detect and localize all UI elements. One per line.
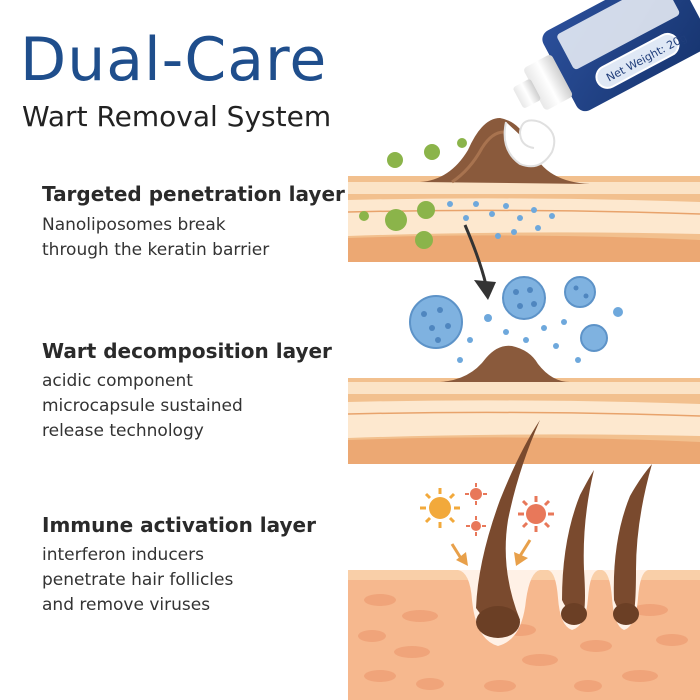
layer-3-line-2: penetrate hair follicles bbox=[42, 570, 234, 590]
wart-bump-2 bbox=[440, 345, 570, 382]
layer-1-description: Nanoliposomes break through the keratin … bbox=[42, 213, 269, 263]
cream-swirl bbox=[503, 119, 556, 168]
wart-bump-1 bbox=[420, 118, 590, 184]
layer-2-line-2: microcapsule sustained bbox=[42, 396, 243, 416]
layer-1-line-1: Nanoliposomes break bbox=[42, 215, 226, 235]
page-title: Dual-Care bbox=[20, 25, 328, 95]
skin-panel-1 bbox=[347, 118, 700, 262]
layer-2-line-1: acidic component bbox=[42, 371, 193, 391]
layer-2-description: acidic component microcapsule sustained … bbox=[42, 369, 243, 444]
skin-panel-3 bbox=[348, 570, 700, 700]
sun-burst-icon bbox=[420, 483, 554, 566]
cream-tube-icon: Net Weight: 20g bbox=[513, 0, 700, 112]
layer-3-line-1: interferon inducers bbox=[42, 545, 204, 565]
hair-follicle-icon bbox=[476, 420, 652, 638]
layer-2-line-3: release technology bbox=[42, 421, 204, 441]
arrow-down-icon bbox=[463, 224, 496, 300]
layer-3-line-3: and remove viruses bbox=[42, 595, 211, 615]
skin-panel-2 bbox=[347, 276, 700, 464]
layer-2-heading: Wart decomposition layer bbox=[42, 339, 332, 363]
layer-3-description: interferon inducers penetrate hair folli… bbox=[42, 543, 233, 618]
layer-3-heading: Immune activation layer bbox=[42, 513, 316, 537]
layer-1-heading: Targeted penetration layer bbox=[42, 182, 345, 206]
layer-1-line-2: through the keratin barrier bbox=[42, 240, 270, 260]
page-subtitle: Wart Removal System bbox=[22, 100, 332, 133]
